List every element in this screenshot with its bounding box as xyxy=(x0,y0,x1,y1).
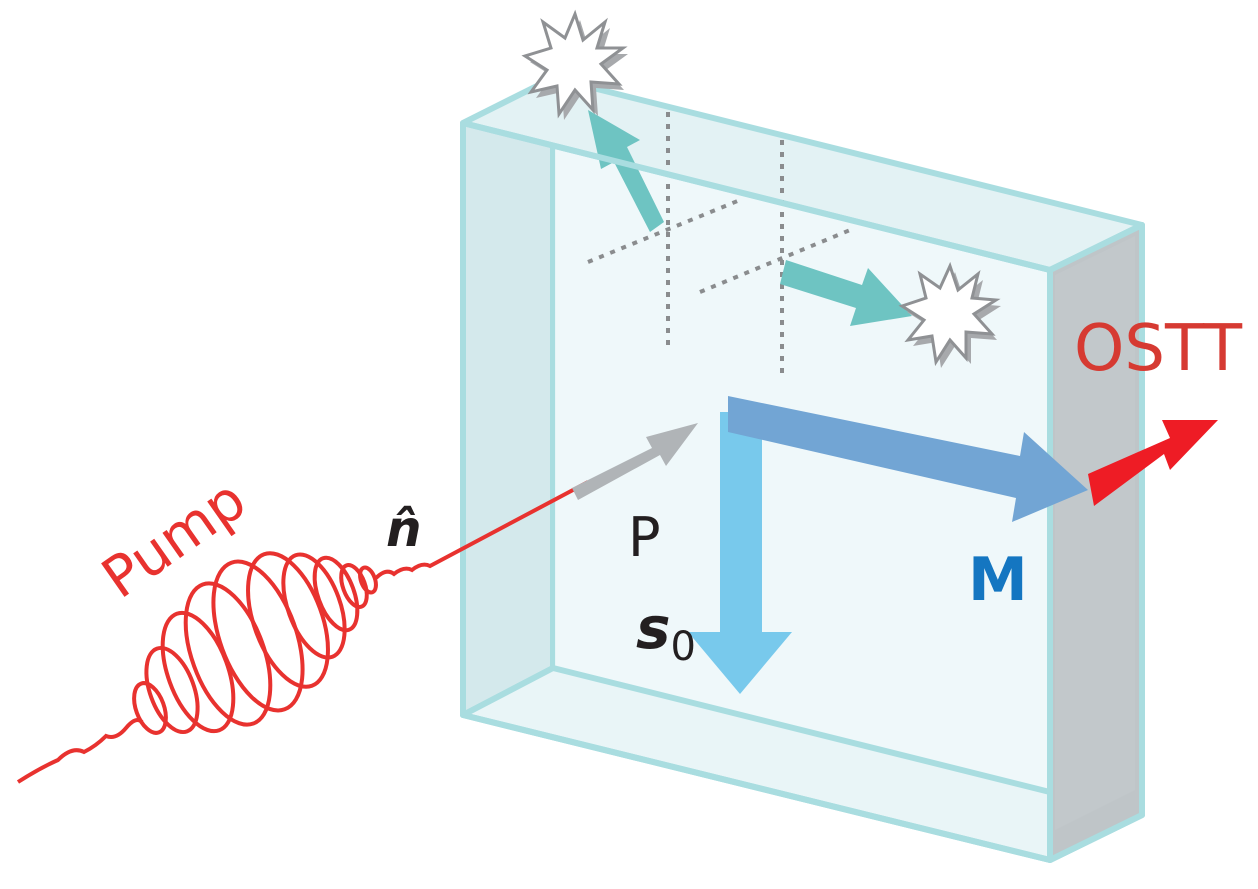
s-symbol: s xyxy=(636,594,671,662)
teal-arrows xyxy=(588,110,912,326)
slab-left-face xyxy=(460,75,556,718)
slab-front-edges xyxy=(460,120,1053,863)
s-subscript: 0 xyxy=(671,624,696,670)
pump-beam xyxy=(374,480,589,580)
burst-icon xyxy=(521,9,628,120)
slab xyxy=(460,75,1145,863)
guide-lines xyxy=(587,112,856,380)
teal-arrow-up-left xyxy=(588,110,664,232)
m-arrow xyxy=(728,396,1088,522)
teal-arrow-right xyxy=(780,260,912,326)
pump-pulse xyxy=(16,480,589,784)
burst-icon xyxy=(898,261,1001,368)
ostt-arrow xyxy=(1088,420,1218,506)
s0-arrow xyxy=(688,412,792,694)
s0-label: s0 xyxy=(636,594,696,670)
pump-tail xyxy=(16,718,144,784)
p-arrow xyxy=(572,423,698,500)
m-label: M xyxy=(968,545,1028,615)
pump-label: Pump xyxy=(91,467,258,611)
n-hat-label: n̂ xyxy=(386,500,422,558)
ostt-label: OSTT xyxy=(1074,312,1243,386)
p-label: P xyxy=(628,506,661,569)
